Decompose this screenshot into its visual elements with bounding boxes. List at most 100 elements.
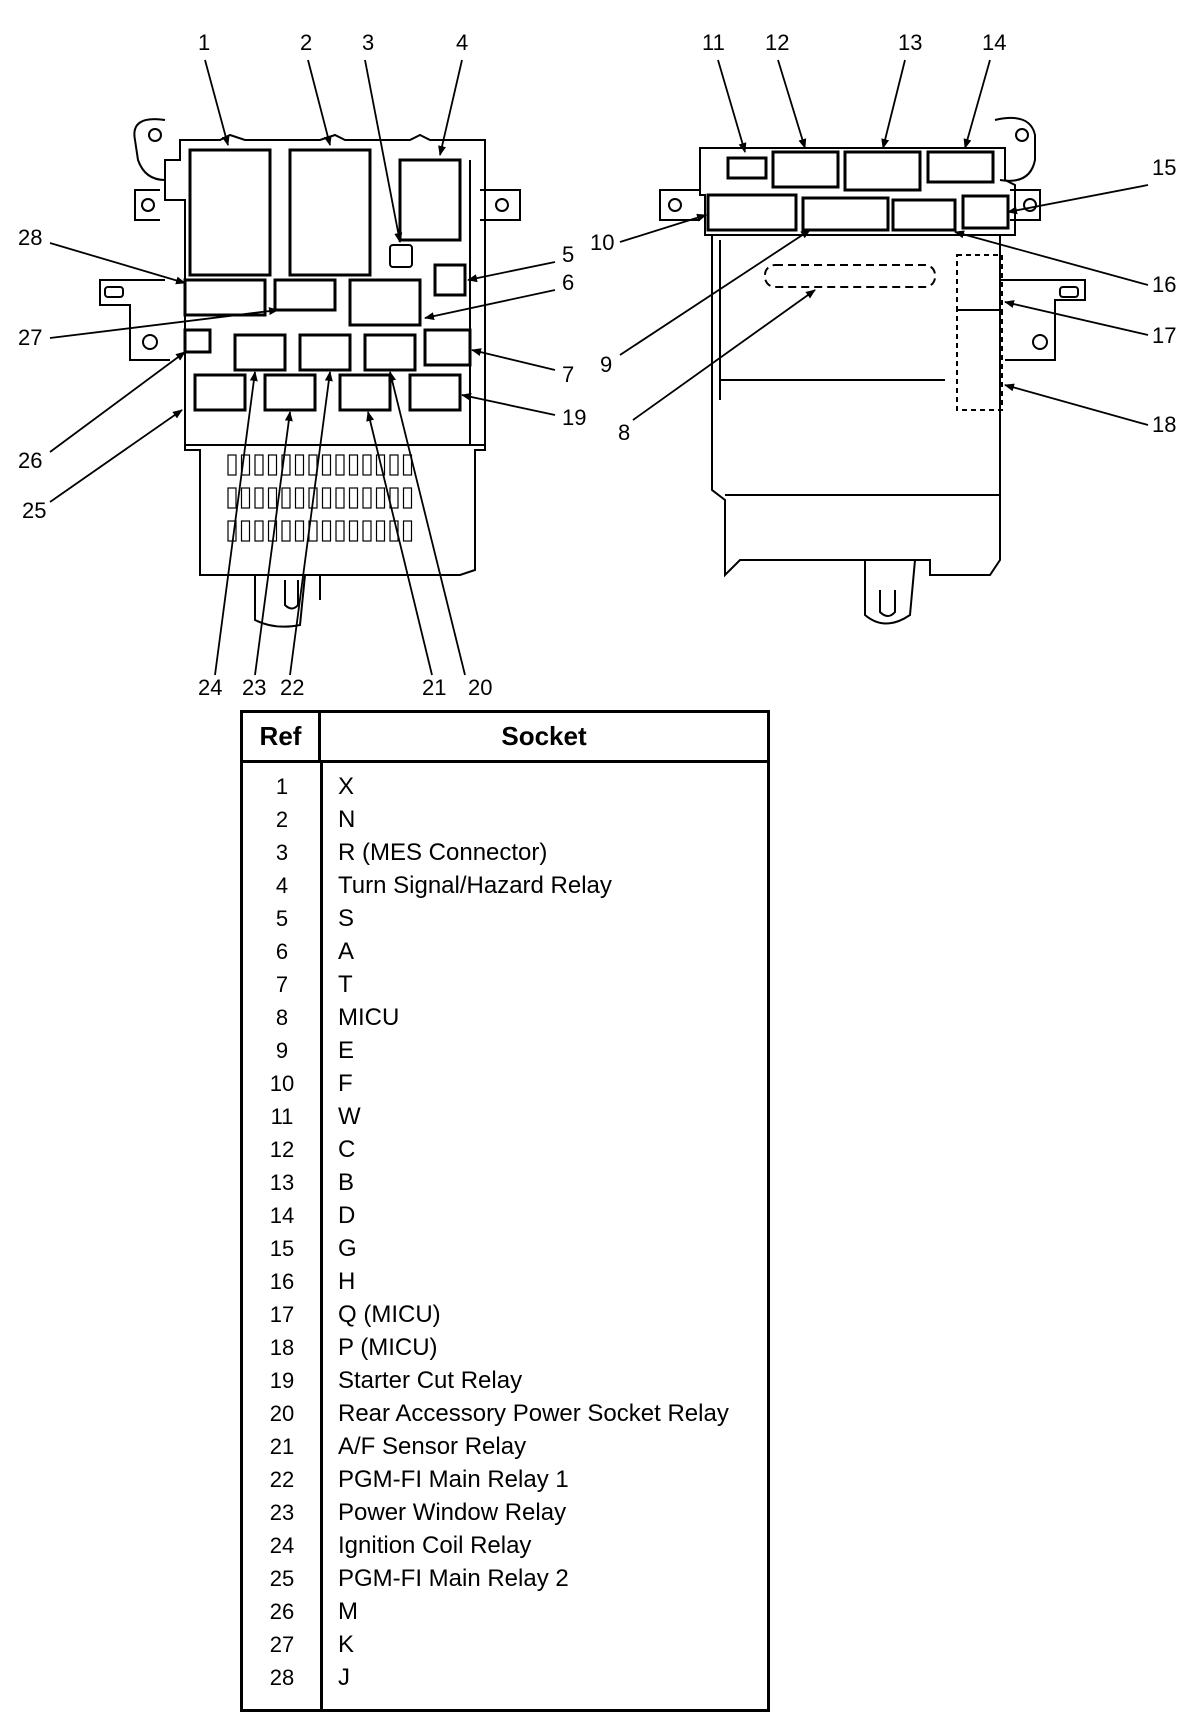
row-ref: 22 (269, 1466, 295, 1492)
row-socket: Q (MICU) (338, 1300, 441, 1328)
micu-8-hidden (764, 264, 936, 288)
row-ref: 8 (275, 1004, 289, 1030)
row-ref: 14 (269, 1202, 295, 1228)
row-socket: X (338, 772, 355, 800)
socket-15-g (961, 194, 1010, 230)
callout-5: 5 (562, 242, 574, 267)
row-socket: Rear Accessory Power Socket Relay (338, 1399, 729, 1427)
socket-20-row1 (363, 333, 417, 372)
row-socket: A/F Sensor Relay (338, 1432, 527, 1460)
left-box-housing (164, 133, 486, 576)
right-box-left-ear-hole (668, 198, 682, 212)
callout-15: 15 (1152, 155, 1176, 180)
right-box-right-ear-hole (1023, 198, 1037, 212)
socket-25-pgmfi-relay-2 (193, 373, 247, 412)
callout-6: 6 (562, 270, 574, 295)
row-socket: E (338, 1036, 355, 1064)
left-box-bottom-tab (254, 574, 306, 628)
table-row: 14 D (243, 1199, 767, 1232)
socket-26-m (183, 328, 212, 354)
row-socket: B (338, 1168, 355, 1196)
left-box-side-ear (99, 279, 170, 361)
row-ref: 24 (269, 1532, 295, 1558)
callout-25: 25 (22, 498, 46, 523)
fuse-slot (308, 454, 318, 476)
row-socket: Power Window Relay (338, 1498, 567, 1526)
row-socket: S (338, 904, 355, 932)
fuse-slot (281, 454, 291, 476)
socket-28-j (183, 278, 267, 317)
row-ref: 9 (275, 1037, 289, 1063)
fuse-slot (389, 487, 399, 509)
callout-14: 14 (982, 30, 1006, 55)
fuse-slot (375, 454, 386, 476)
fuse-slot (254, 520, 264, 542)
row-socket: PGM-FI Main Relay 2 (338, 1564, 569, 1592)
row-ref: 28 (269, 1664, 295, 1690)
fuse-slot (294, 487, 305, 509)
row-socket: PGM-FI Main Relay 1 (338, 1465, 569, 1493)
row-ref: 15 (269, 1235, 295, 1261)
right-box-left-ear (659, 189, 700, 221)
socket-5-s (433, 263, 467, 297)
row-ref: 11 (270, 1103, 294, 1129)
row-socket: P (MICU) (338, 1333, 438, 1361)
row-ref: 6 (275, 938, 289, 964)
socket-6-a (348, 278, 422, 327)
socket-17-q-micu-hidden (956, 254, 1003, 311)
callout-11: 11 (702, 30, 725, 55)
left-fuse-box-front-view (99, 118, 521, 628)
fuse-slot (227, 487, 237, 509)
fuse-slot (362, 454, 372, 476)
fuse-slot (362, 520, 372, 542)
fuse-slot (375, 487, 386, 509)
row-ref: 10 (269, 1070, 295, 1096)
fuse-slot (348, 520, 359, 542)
row-ref: 16 (269, 1268, 295, 1294)
right-box-housing (711, 234, 1001, 578)
socket-9-e (801, 196, 890, 232)
left-box-top-ear (133, 118, 166, 181)
callout-8: 8 (618, 420, 630, 445)
row-socket: A (338, 937, 355, 965)
callout-1: 1 (198, 30, 210, 55)
fuse-slot (402, 520, 413, 542)
left-box-right-ear (480, 189, 521, 221)
table-row: 17 Q (MICU) (243, 1298, 767, 1331)
row-socket: Starter Cut Relay (338, 1366, 523, 1394)
fuse-slot (321, 520, 332, 542)
fuse-slot (294, 454, 305, 476)
row-ref: 12 (269, 1136, 295, 1162)
row-socket: R (MES Connector) (338, 838, 548, 866)
socket-12-c (771, 150, 840, 189)
row-ref: 17 (269, 1301, 295, 1327)
socket-14-d (926, 150, 995, 184)
fuse-slot (267, 454, 278, 476)
fuse-slot (321, 454, 332, 476)
row-socket: W (338, 1102, 361, 1130)
fuse-slot (348, 454, 359, 476)
socket-19-starter-cut-relay (408, 373, 462, 412)
right-box-bottom-tab-slot (879, 590, 896, 617)
right-box-side-ear (1000, 279, 1086, 361)
socket-11-w (726, 156, 768, 180)
row-ref: 2 (275, 806, 289, 832)
row-socket: D (338, 1201, 356, 1229)
callout-18: 18 (1152, 412, 1176, 437)
row-ref: 13 (269, 1169, 295, 1195)
callout-7: 7 (562, 362, 574, 387)
right-box-top-ear-hole (1015, 128, 1029, 142)
socket-1-x (188, 148, 272, 277)
row-ref: 4 (275, 872, 289, 898)
right-leader-lines (619, 59, 1149, 426)
fuse-slot (240, 454, 251, 476)
row-ref: 27 (269, 1631, 295, 1657)
